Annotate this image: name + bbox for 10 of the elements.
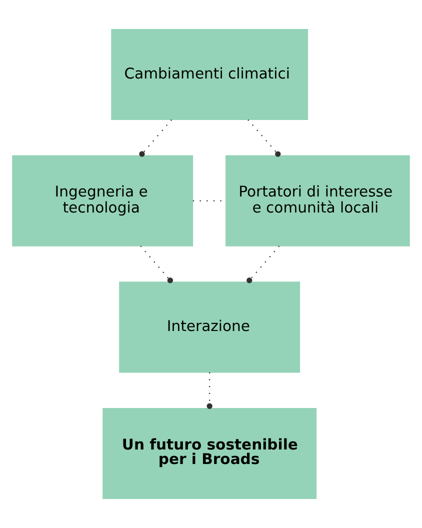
node-box: Un futuro sostenibile per i Broads [102,408,317,500]
node-box: Portatori di interesse e comunità locali [226,155,410,246]
connector [140,246,174,284]
connector [139,119,172,157]
node-box: Cambiamenti climatici [111,28,308,120]
node-box: Ingegneria e tecnologia [12,155,194,246]
connector [246,246,280,284]
connector [206,372,212,409]
connector [248,119,281,157]
node-box: Interazione [119,282,300,373]
